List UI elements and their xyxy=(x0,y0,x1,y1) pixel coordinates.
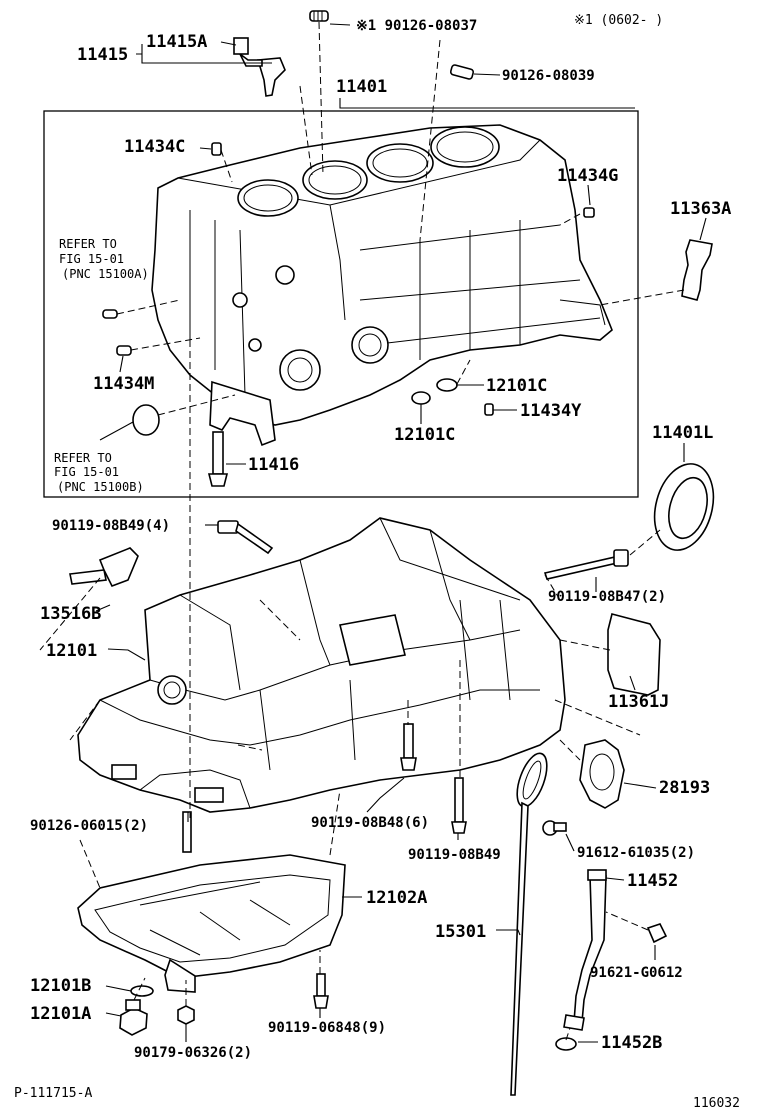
refer-note-a: REFER TO FIG 15-01 (PNC 15100A) xyxy=(59,237,149,281)
engine-block-frame xyxy=(43,110,639,498)
label-13516B: 13516B xyxy=(40,604,101,624)
label-12102A: 12102A xyxy=(366,888,427,908)
label-12101C-b: 12101C xyxy=(394,425,455,445)
stud-90126-08037 xyxy=(309,10,329,22)
label-11452B: 11452B xyxy=(601,1033,662,1053)
label-91612-61035-2: 91612-61035(2) xyxy=(577,845,695,861)
bolt-90119-08B48 xyxy=(400,723,417,771)
label-11416: 11416 xyxy=(248,455,299,475)
label-28193: 28193 xyxy=(659,778,710,798)
label-12101A: 12101A xyxy=(30,1004,91,1024)
cover-11361J xyxy=(607,613,661,696)
oil-pan-lower-drawing xyxy=(77,854,346,993)
nut-90179-06326 xyxy=(177,1005,195,1025)
label-11401: 11401 xyxy=(336,77,387,97)
label-11415A: 11415A xyxy=(146,32,207,52)
label-11363A: 11363A xyxy=(670,199,731,219)
bolt-11416 xyxy=(207,431,229,487)
label-90119-08B49: 90119-08B49 xyxy=(408,847,501,863)
label-11361J: 11361J xyxy=(608,692,669,712)
label-11434M: 11434M xyxy=(93,374,154,394)
pin-refer-a xyxy=(102,309,118,319)
label-12101C-a: 12101C xyxy=(486,376,547,396)
label-90126-08037: ※1 90126-08037 xyxy=(356,18,477,34)
footer-right-code: 116032 xyxy=(693,1096,740,1111)
label-90179-06326-2: 90179-06326(2) xyxy=(134,1045,252,1061)
label-11452: 11452 xyxy=(627,871,678,891)
header-note: ※1 (0602- ) xyxy=(574,13,663,28)
dipstick-guide-11452 xyxy=(563,869,607,1031)
cylinder-block-drawing xyxy=(151,124,613,426)
bolt-90119-08B47-2 xyxy=(543,549,629,580)
pin-11434Y xyxy=(484,403,494,416)
svg-text:REFER TO: REFER TO xyxy=(59,237,117,251)
label-11434C: 11434C xyxy=(124,137,185,157)
label-11401L: 11401L xyxy=(652,423,713,443)
label-90119-08B48-6: 90119-08B48(6) xyxy=(311,815,429,831)
plug-12101C-a xyxy=(436,378,458,392)
svg-text:(PNC 15100B): (PNC 15100B) xyxy=(57,480,144,494)
leader-lines xyxy=(95,23,707,1043)
stud-90126-08039 xyxy=(449,64,475,80)
plug-refer-b xyxy=(132,404,160,436)
label-90126-08039: 90126-08039 xyxy=(502,68,595,84)
bolt-91612-61035 xyxy=(542,820,567,836)
assembly-lines xyxy=(39,21,685,1041)
label-90119-06848-9: 90119-06848(9) xyxy=(268,1020,386,1036)
svg-text:REFER TO: REFER TO xyxy=(54,451,112,465)
plug-12101C-b xyxy=(411,391,431,405)
pin-13516B xyxy=(69,547,139,588)
stud-90126-06015 xyxy=(182,811,192,853)
bolt-90119-08B49 xyxy=(451,777,467,834)
label-90126-06015-2: 90126-06015(2) xyxy=(30,818,148,834)
label-90119-08B49-4: 90119-08B49(4) xyxy=(52,518,170,534)
gasket-28193 xyxy=(579,739,625,809)
gasket-12101B xyxy=(130,985,154,997)
o-ring-11452B xyxy=(555,1037,577,1051)
label-91621-G0612: 91621-G0612 xyxy=(590,965,683,981)
label-90119-08B47-2: 90119-08B47(2) xyxy=(548,589,666,605)
pin-11434G xyxy=(583,207,595,218)
svg-text:(PNC 15100A): (PNC 15100A) xyxy=(62,267,149,281)
label-11434G: 11434G xyxy=(557,166,618,186)
label-12101B: 12101B xyxy=(30,976,91,996)
oil-seal-11401L xyxy=(653,463,715,551)
dipstick-15301 xyxy=(510,752,548,1096)
label-15301: 15301 xyxy=(435,922,486,942)
oil-jet-11415 xyxy=(233,37,286,97)
pin-11434M xyxy=(116,345,132,356)
svg-text:FIG 15-01: FIG 15-01 xyxy=(54,465,119,479)
drain-plug-12101A xyxy=(119,999,148,1036)
label-11415: 11415 xyxy=(77,45,128,65)
bearing-shell-11363A xyxy=(681,239,713,301)
oil-pan-upper-drawing xyxy=(77,517,566,813)
bolt-90119-08B49-4 xyxy=(217,520,274,555)
label-11434Y: 11434Y xyxy=(520,401,582,421)
footer-left-code: P-111715-A xyxy=(14,1086,92,1101)
bolt-91621-G0612 xyxy=(646,923,668,944)
bolt-90119-06848 xyxy=(313,973,329,1009)
refer-note-b: REFER TO FIG 15-01 (PNC 15100B) xyxy=(54,451,144,494)
pin-11434C xyxy=(211,142,222,156)
label-12101: 12101 xyxy=(46,641,97,661)
svg-text:FIG 15-01: FIG 15-01 xyxy=(59,252,124,266)
